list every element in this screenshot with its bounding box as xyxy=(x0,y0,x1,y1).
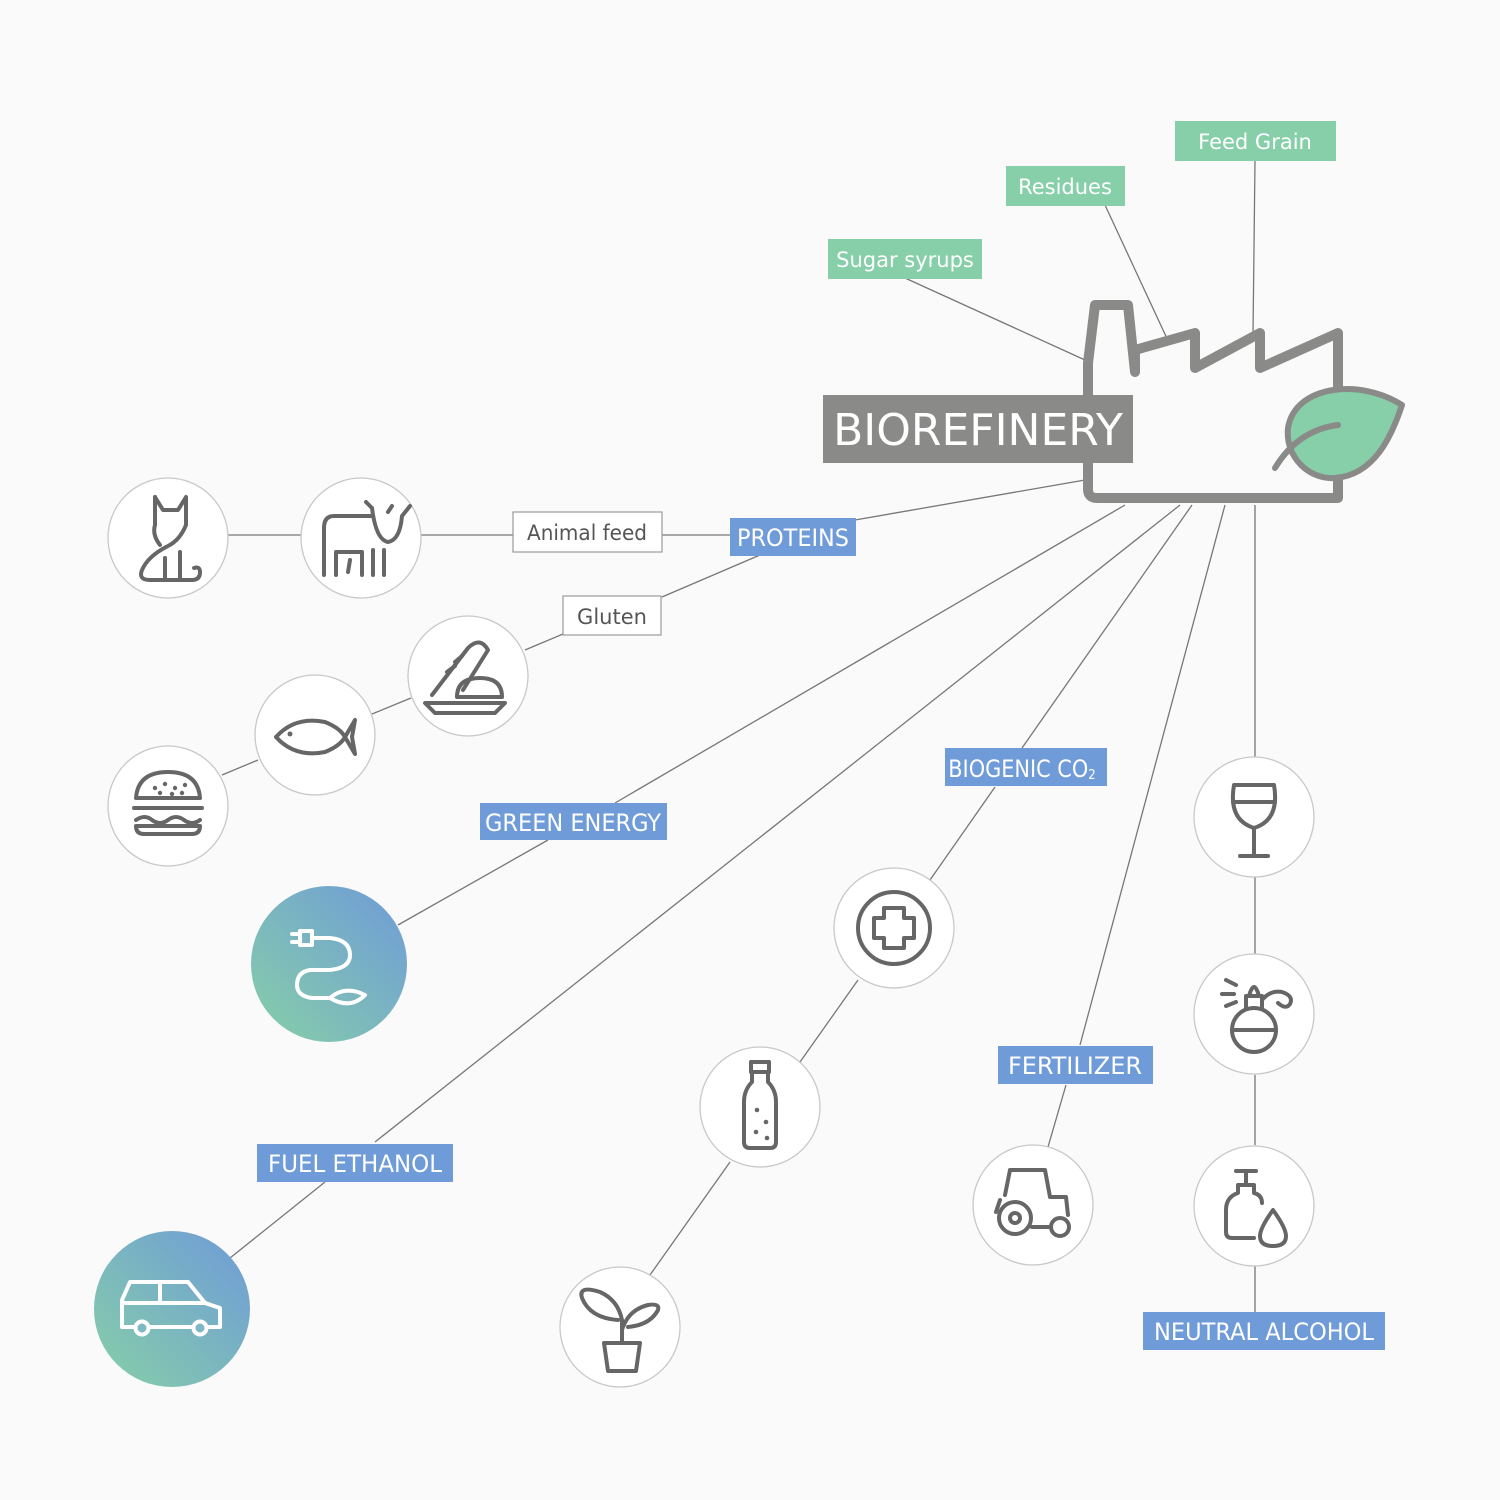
product-label-text: BIOGENIC CO2 xyxy=(948,755,1095,783)
burger-icon xyxy=(107,745,229,867)
sub-label-text: Animal feed xyxy=(527,521,647,545)
fish-icon xyxy=(254,674,376,796)
bread-icon xyxy=(407,615,529,737)
input-label-text: Feed Grain xyxy=(1198,130,1312,154)
input-label-text: Sugar syrups xyxy=(836,248,974,272)
product-label-biogenic-co2: BIOGENIC CO2 xyxy=(945,748,1107,786)
perfume-icon xyxy=(1193,953,1315,1075)
diagram-title: BIOREFINERY xyxy=(823,395,1133,463)
co2-subscript-text: 2 xyxy=(1088,768,1095,783)
product-label-proteins: PROTEINS xyxy=(730,518,856,556)
cow-icon xyxy=(300,477,422,599)
plug-icon xyxy=(251,886,407,1042)
plant-icon xyxy=(559,1266,681,1388)
sub-label-text: Gluten xyxy=(577,605,647,629)
car-icon xyxy=(94,1231,250,1387)
medical-cross-icon xyxy=(833,867,955,989)
input-label-text: Residues xyxy=(1018,175,1112,199)
product-label-text: GREEN ENERGY xyxy=(485,809,662,837)
product-label-green-energy: GREEN ENERGY xyxy=(480,803,667,840)
co2-main-text: BIOGENIC CO xyxy=(948,755,1088,783)
input-label-residues: Residues xyxy=(1006,166,1125,206)
cat-icon xyxy=(107,477,229,599)
sub-label-gluten: Gluten xyxy=(562,595,662,636)
factory-icon xyxy=(1083,300,1343,503)
product-label-text: NEUTRAL ALCOHOL xyxy=(1154,1318,1374,1346)
sub-label-animal-feed: Animal feed xyxy=(512,511,663,553)
product-label-text: FERTILIZER xyxy=(1008,1052,1142,1080)
leaf-icon xyxy=(1272,386,1405,482)
input-label-feed-grain: Feed Grain xyxy=(1175,121,1336,161)
product-label-neutral-alcohol: NEUTRAL ALCOHOL xyxy=(1143,1312,1385,1350)
product-label-text: PROTEINS xyxy=(737,524,849,552)
input-label-sugar-syrups: Sugar syrups xyxy=(828,239,982,279)
title-text: BIOREFINERY xyxy=(833,405,1123,456)
bottle-icon xyxy=(699,1046,821,1168)
product-label-fertilizer: FERTILIZER xyxy=(998,1046,1153,1084)
soap-dispenser-icon xyxy=(1193,1145,1315,1267)
tractor-icon xyxy=(972,1144,1094,1266)
wine-glass-icon xyxy=(1193,756,1315,878)
product-label-text: FUEL ETHANOL xyxy=(268,1150,442,1178)
connector-lines xyxy=(221,159,1256,1312)
product-label-fuel-ethanol: FUEL ETHANOL xyxy=(257,1144,453,1182)
